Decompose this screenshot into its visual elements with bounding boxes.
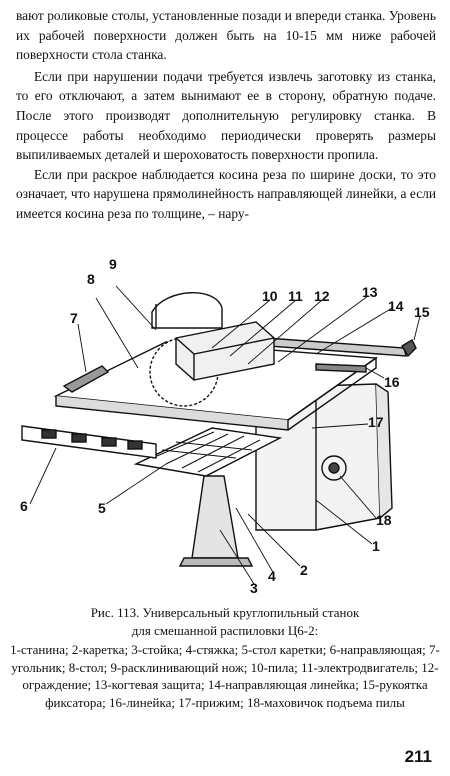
- motor-guard: [175, 321, 275, 381]
- callout-13: 13: [362, 284, 378, 300]
- callout-3: 3: [250, 580, 258, 596]
- caption-title-line1: Рис. 113. Универсальный круглопильный ст…: [90, 605, 360, 620]
- fixator-handle: [401, 339, 417, 358]
- callout-17: 17: [368, 414, 384, 430]
- callout-7: 7: [70, 310, 78, 326]
- figure-caption: Рис. 113. Универсальный круглопильный ст…: [10, 604, 440, 711]
- callout-4: 4: [268, 568, 276, 584]
- callout-8: 8: [87, 271, 95, 287]
- callout-5: 5: [98, 500, 106, 516]
- paragraph-2: Если при нарушении подачи требуется извл…: [16, 68, 436, 163]
- circular-saw-drawing: [21, 285, 421, 585]
- callout-9: 9: [109, 256, 117, 272]
- carriage-table: [133, 427, 283, 477]
- callout-2: 2: [300, 562, 308, 578]
- callout-15: 15: [414, 304, 430, 320]
- handwheel: [321, 455, 347, 481]
- callout-14: 14: [388, 298, 404, 314]
- caption-legend: 1-станина; 2-каретка; 3-стойка; 4-стяжка…: [10, 642, 440, 710]
- callout-6: 6: [20, 498, 28, 514]
- callout-1: 1: [372, 538, 380, 554]
- angle-square: [62, 365, 110, 393]
- machine-figure: 9 8 7 10 11 12 13 14 15 16 17 18 1 2 4 3…: [16, 256, 436, 604]
- carriage-pillar: [191, 475, 239, 559]
- callout-10: 10: [262, 288, 278, 304]
- callout-11: 11: [288, 288, 303, 304]
- caption-title-line2: для смешанной распиловки Ц6-2:: [131, 622, 319, 638]
- callout-18: 18: [376, 512, 392, 528]
- body-text: вают роликовые столы, установленные поза…: [16, 6, 436, 224]
- callout-12: 12: [314, 288, 330, 304]
- page-number: 211: [404, 747, 432, 766]
- callout-16: 16: [384, 374, 400, 390]
- saw-guard: [151, 291, 223, 329]
- paragraph-3: Если при раскрое наблюдается косина реза…: [16, 166, 436, 221]
- paragraph-1-continued: вают роликовые столы, установленные поза…: [16, 8, 436, 63]
